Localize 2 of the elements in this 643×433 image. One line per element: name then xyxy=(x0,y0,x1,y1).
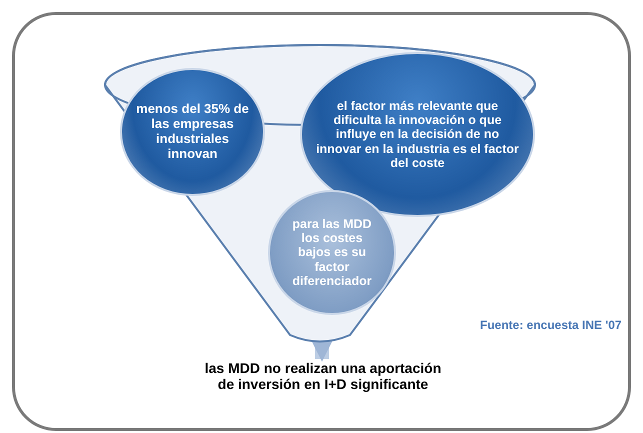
conclusion-text: las MDD no realizan una aportación de inversión en I+D significante xyxy=(198,360,448,410)
source-note: Fuente: encuesta INE '07 xyxy=(480,318,622,332)
